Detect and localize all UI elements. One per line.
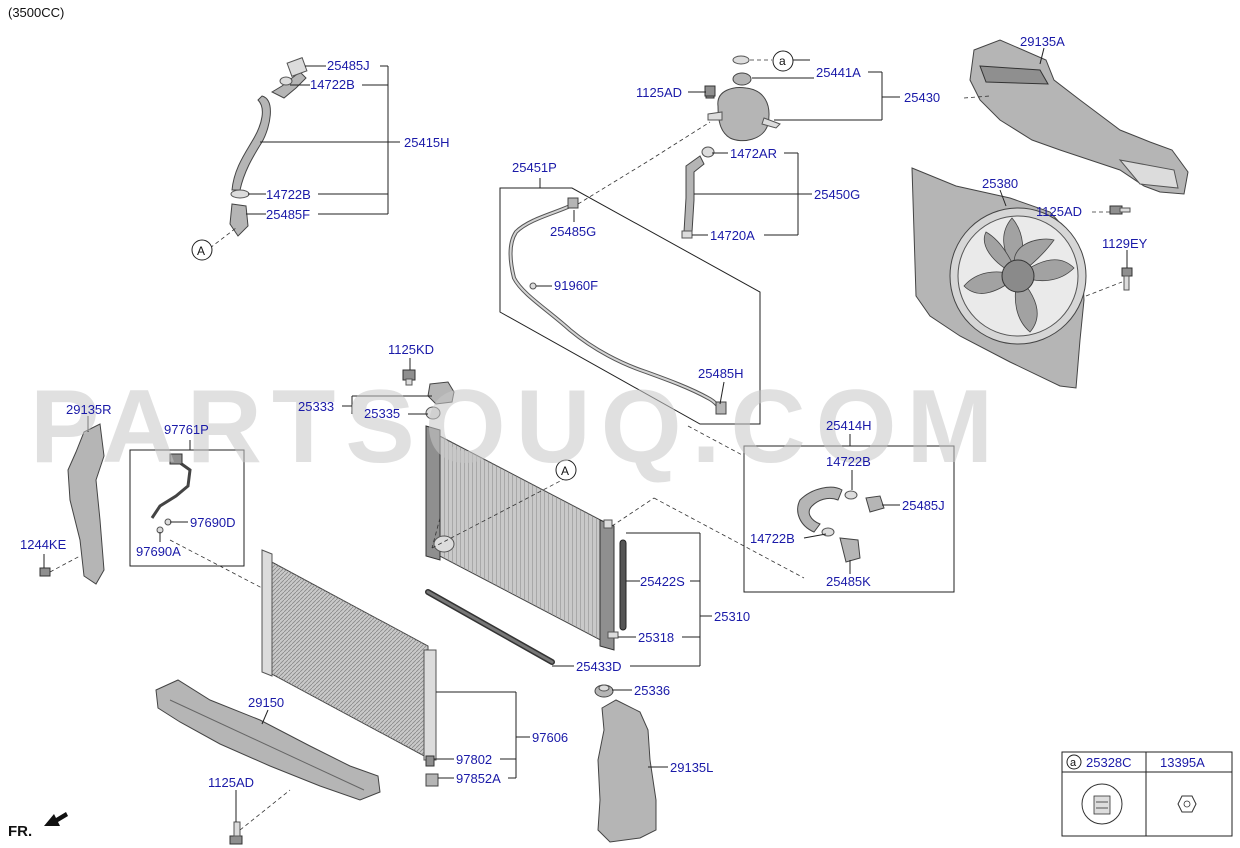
callout-A-left-text: A	[197, 244, 205, 258]
upper-hose-25415H	[229, 57, 308, 237]
lower-hose-25414H	[797, 486, 885, 563]
label-97852A[interactable]: 97852A	[456, 771, 501, 786]
air-guard-29150	[155, 679, 381, 801]
radiator-25310	[425, 425, 619, 651]
label-1244KE[interactable]: 1244KE	[20, 537, 67, 552]
label-25485J-r[interactable]: 25485J	[902, 498, 945, 513]
plug-25336	[594, 684, 614, 698]
reservoir-tank-25430	[705, 55, 781, 142]
bolt-1125AD-tank	[704, 85, 716, 97]
label-29135L[interactable]: 29135L	[670, 760, 713, 775]
front-arrow-icon	[44, 812, 68, 826]
label-25485H[interactable]: 25485H	[698, 366, 744, 381]
label-25430[interactable]: 25430	[904, 90, 940, 105]
label-25433D[interactable]: 25433D	[576, 659, 622, 674]
callout-circle-a-top	[772, 50, 794, 72]
front-label: FR.	[8, 823, 32, 840]
label-1472AR[interactable]: 1472AR	[730, 146, 777, 161]
shroud-29135A	[969, 39, 1189, 195]
label-1125KD[interactable]: 1125KD	[388, 342, 434, 357]
fan-shroud-25380	[911, 167, 1087, 389]
deflector-29135L	[597, 699, 657, 843]
label-14722B-r1[interactable]: 14722B	[826, 454, 871, 469]
label-25485G[interactable]: 25485G	[550, 224, 596, 239]
watermark: PARTSOUQ.COM	[30, 369, 1003, 485]
label-25335[interactable]: 25335	[364, 406, 400, 421]
callout-circle-A-radiator	[555, 459, 577, 481]
legend-table: a 25328C 13395A	[1061, 751, 1233, 837]
condenser-97606	[261, 549, 439, 787]
bolt-1125AD-bottom	[229, 821, 243, 845]
bolt-1244KE	[39, 567, 51, 577]
callout-circle-A-left	[191, 239, 213, 261]
label-14720A[interactable]: 14720A	[710, 228, 755, 243]
label-25441A[interactable]: 25441A	[816, 65, 861, 80]
label-1129EY[interactable]: 1129EY	[1102, 236, 1148, 251]
hose-25450G	[681, 146, 715, 239]
label-14722B-r2[interactable]: 14722B	[750, 531, 795, 546]
label-14722B-top[interactable]: 14722B	[310, 77, 355, 92]
engine-label: (3500CC)	[8, 5, 64, 20]
label-29135A[interactable]: 29135A	[1020, 34, 1065, 49]
legend-col1[interactable]: 25328C	[1086, 755, 1132, 770]
bolt-1125KD	[402, 369, 416, 386]
label-97802[interactable]: 97802	[456, 752, 492, 767]
callout-a-text: a	[779, 54, 786, 68]
pressure-sensor-97761P	[150, 453, 192, 534]
label-1125AD-tank[interactable]: 1125AD	[636, 85, 682, 100]
label-14722B-mid[interactable]: 14722B	[266, 187, 311, 202]
label-25414H[interactable]: 25414H	[826, 418, 872, 433]
callout-A-radiator-text: A	[561, 464, 569, 478]
deflector-29135R	[67, 423, 105, 585]
label-97761P[interactable]: 97761P	[164, 422, 209, 437]
legend-col2[interactable]: 13395A	[1160, 755, 1205, 770]
label-1125AD-bottom[interactable]: 1125AD	[208, 775, 254, 790]
label-97690A[interactable]: 97690A	[136, 544, 181, 559]
label-25415H[interactable]: 25415H	[404, 135, 450, 150]
label-97606[interactable]: 97606	[532, 730, 568, 745]
label-97690D[interactable]: 97690D	[190, 515, 236, 530]
label-25333[interactable]: 25333	[298, 399, 334, 414]
label-91960F[interactable]: 91960F	[554, 278, 598, 293]
label-25450G[interactable]: 25450G	[814, 187, 860, 202]
label-25336[interactable]: 25336	[634, 683, 670, 698]
label-25485J[interactable]: 25485J	[327, 58, 370, 73]
label-29135R[interactable]: 29135R	[66, 402, 112, 417]
legend-marker: a	[1070, 757, 1077, 769]
bolt-1129EY	[1121, 267, 1133, 291]
leader-lines	[43, 47, 1128, 831]
label-25318[interactable]: 25318	[638, 630, 674, 645]
label-25485K[interactable]: 25485K	[826, 574, 871, 589]
seal-25422S	[619, 539, 627, 631]
legend-marker-circle	[1066, 754, 1082, 770]
label-25380[interactable]: 25380	[982, 176, 1018, 191]
label-25451P[interactable]: 25451P	[512, 160, 557, 175]
label-25310[interactable]: 25310	[714, 609, 750, 624]
label-25485F[interactable]: 25485F	[266, 207, 310, 222]
label-25422S[interactable]: 25422S	[640, 574, 685, 589]
label-29150[interactable]: 29150	[248, 695, 284, 710]
bolt-1125AD-fan	[1109, 205, 1131, 215]
seal-25433D	[425, 589, 555, 665]
label-1125AD-fan[interactable]: 1125AD	[1036, 204, 1082, 219]
